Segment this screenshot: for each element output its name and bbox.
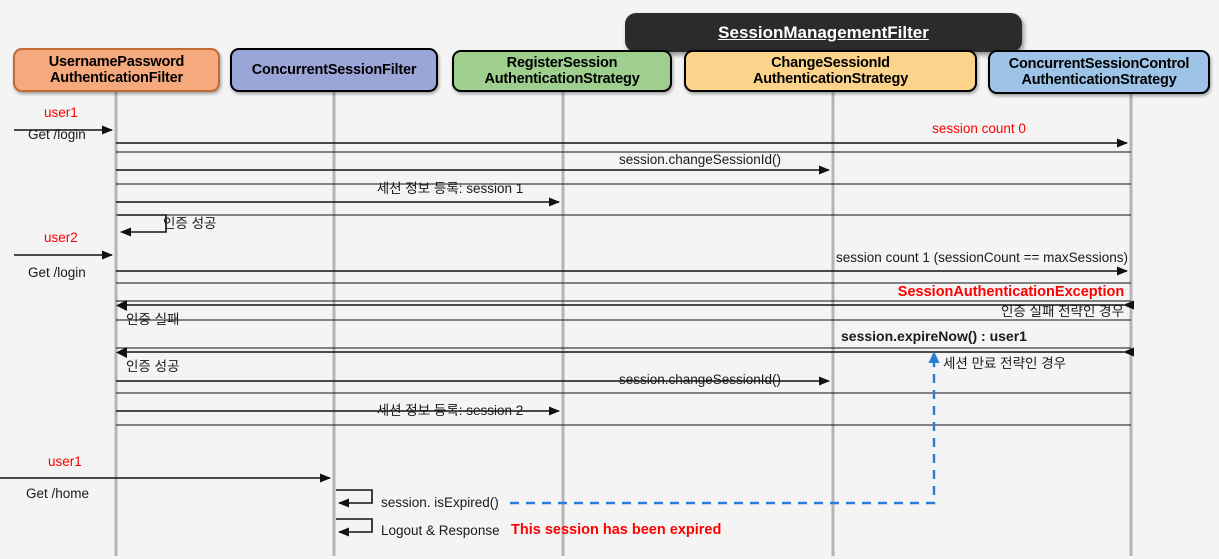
actor-label-user1-login: user1 (44, 105, 78, 120)
session-expiry-arrowhead (928, 351, 940, 363)
separators (116, 151, 1131, 426)
message-session-count-0: session count 0 (932, 121, 1026, 136)
message-change-session-id-2: session.changeSessionId() (618, 372, 782, 387)
message-auth-success-1: 인증 성공 (163, 216, 217, 231)
group-box-label: SessionManagementFilter (718, 22, 929, 42)
participant-label-line1: ConcurrentSessionControl (1008, 55, 1190, 72)
message-session-count-1: session count 1 (sessionCount == maxSess… (836, 251, 1128, 265)
message-session-expire-now: session.expireNow() : user1 (841, 329, 1027, 343)
message-session-is-expired: session. isExpired() (381, 495, 499, 510)
participant-label-line2: AuthenticationFilter (50, 70, 183, 86)
session-count-1-condition: (sessionCount == maxSessions) (929, 250, 1128, 265)
participant-label-line2: AuthenticationStrategy (484, 71, 640, 87)
participant-concurrent-session-filter[interactable]: ConcurrentSessionFilter (230, 48, 438, 92)
note-expire-strategy: 세션 만료 전략인 경우 (943, 356, 1067, 371)
message-session-authentication-exception: SessionAuthenticationException (897, 284, 1125, 300)
message-auth-fail: 인증 실패 (126, 312, 180, 327)
actor-label-user2-login: user2 (44, 230, 78, 245)
participant-register-session-authentication-strategy[interactable]: RegisterSession AuthenticationStrategy (452, 50, 672, 92)
message-auth-success-2: 인증 성공 (126, 359, 180, 374)
expire-now-call: session.expireNow() : (841, 328, 990, 344)
participant-label-line1: ChangeSessionId (771, 54, 890, 71)
participant-change-session-id-authentication-strategy[interactable]: ChangeSessionId AuthenticationStrategy (684, 50, 977, 92)
session-expiry-dashed-arrow (510, 360, 936, 505)
participant-label-line1: RegisterSession (506, 54, 618, 71)
note-auth-fail-strategy: 인증 실패 전략인 경우 (1000, 304, 1124, 319)
participant-concurrent-session-control-authentication-strategy[interactable]: ConcurrentSessionControl AuthenticationS… (988, 50, 1210, 94)
expire-now-target-user: user1 (989, 328, 1027, 344)
participant-label-line2: AuthenticationStrategy (1021, 72, 1177, 88)
actor-request-get-login-1: Get /login (28, 127, 86, 142)
actor-request-get-login-2: Get /login (28, 265, 86, 280)
left-arrowheads (116, 300, 127, 358)
message-logout-response: Logout & Response (381, 523, 500, 538)
message-register-session-1: 세션 정보 등록: session 1 (376, 181, 524, 196)
participant-username-password-authentication-filter[interactable]: UsernamePassword AuthenticationFilter (13, 48, 220, 92)
participant-label-line2: AuthenticationStrategy (752, 71, 909, 87)
actor-request-get-home: Get /home (26, 486, 90, 501)
participant-label-line1: UsernamePassword (48, 53, 185, 70)
session-count-1-value: session count 1 (836, 250, 930, 265)
message-session-expired-text: This session has been expired (511, 522, 722, 538)
group-box-session-management-filter: SessionManagementFilter (625, 13, 1022, 52)
message-register-session-2: 세션 정보 등록: session 2 (376, 403, 524, 418)
participant-label-line1: ConcurrentSessionFilter (251, 61, 417, 78)
actor-label-user1-home: user1 (48, 454, 82, 469)
message-change-session-id-1: session.changeSessionId() (618, 152, 782, 167)
